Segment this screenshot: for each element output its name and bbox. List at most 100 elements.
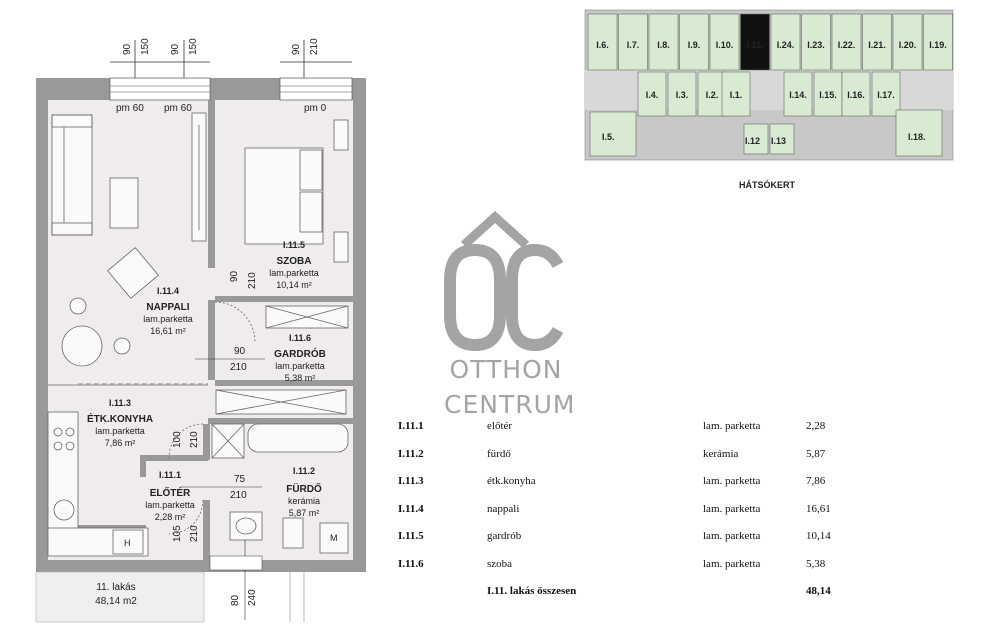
garden-label: HÁTSÓKERT	[739, 179, 796, 190]
room-floor-szoba: lam.parketta	[269, 268, 319, 278]
room-floor-gardrob: lam.parketta	[275, 361, 325, 371]
keymap-bottom: I.5. I.18. I.12 I.13	[589, 109, 943, 157]
room-area-furdo: 5,87 m²	[289, 508, 320, 518]
keymap-unit-box	[783, 71, 813, 117]
keymap-unit-box	[862, 13, 892, 71]
keymap-unit-box	[770, 13, 801, 71]
keymap-unit-label: I.10.	[716, 40, 734, 50]
keymap-unit-box	[667, 71, 697, 117]
door-dim-konyha-h: 210	[189, 431, 200, 448]
floor-plan: 90 150 90 150 90 210	[35, 38, 366, 623]
room-code-konyha: I.11.3	[109, 398, 131, 408]
room-name: fürdő	[487, 447, 511, 460]
room-code: I.11.6	[398, 557, 424, 570]
keymap-unit-label: I.19.	[929, 40, 947, 50]
table-total-row: I.11. lakás összesen 48,14	[398, 585, 838, 613]
door-dim-szoba-h: 210	[247, 272, 258, 289]
keymap-unit-i13: I.13	[771, 136, 786, 146]
apartment-label: 11. lakás	[96, 582, 135, 593]
door-dim-eloter-h: 210	[189, 525, 200, 542]
dim-top-3: 90	[170, 43, 181, 55]
door-dim-furdo-w: 75	[234, 474, 246, 485]
room-floor: lam. parketta	[703, 475, 761, 487]
keymap-unit-box	[648, 13, 679, 71]
keymap-unit-box	[618, 13, 648, 71]
room-floor: lam. parketta	[703, 420, 761, 432]
keymap-unit-label: I.15.	[819, 90, 837, 100]
door-dim-gardrob-w: 90	[234, 346, 246, 357]
terrace	[35, 571, 205, 623]
dim-top-6: 210	[309, 38, 320, 55]
room-name-furdo: FÜRDŐ	[286, 482, 322, 495]
door-dim-konyha-w: 100	[172, 431, 183, 448]
room-name: étk.konyha	[487, 475, 536, 487]
room-code-eloter: I.11.1	[159, 470, 181, 480]
pm-label-3: pm 0	[304, 103, 327, 114]
total-label: I.11. lakás összesen	[487, 585, 577, 597]
room-name: gardrób	[487, 530, 522, 542]
keymap-unit-label: I.20.	[899, 40, 917, 50]
keymap-unit-label: I.2.	[706, 90, 719, 100]
room-code: I.11.1	[398, 420, 424, 432]
keymap-unit-label: I.9.	[688, 40, 701, 50]
keymap-top-row: I.6.I.7.I.8.I.9.I.10.I.11.I.24.I.23.I.22…	[587, 13, 953, 71]
dim-top-2: 150	[140, 38, 151, 55]
room-area: 5,87	[806, 447, 826, 460]
door-dim-gardrob-h: 210	[230, 362, 247, 373]
keymap-unit-box	[587, 13, 618, 71]
keymap-unit-label: I.1.	[730, 90, 743, 100]
keymap-unit-label: I.4.	[646, 90, 659, 100]
room-name: előtér	[487, 420, 513, 432]
door-dim-furdo-h: 210	[230, 490, 247, 501]
keymap-mid-row: I.4.I.3.I.2.I.1.I.14.I.15.I.16.I.17.	[637, 71, 901, 117]
keymap-unit-box	[831, 13, 862, 71]
room-floor-furdo: kerámia	[288, 496, 320, 506]
appliance-m: M	[330, 533, 338, 543]
brand-line-2: CENTRUM	[444, 390, 576, 419]
total-value: 48,14	[806, 585, 831, 597]
room-code-nappali: I.11.4	[157, 286, 179, 296]
keymap-unit-label: I.3.	[676, 90, 689, 100]
keymap-unit-label: I.8.	[657, 40, 670, 50]
door-dim-eloter-w: 105	[172, 525, 183, 542]
room-name: nappali	[487, 502, 520, 515]
room-code-furdo: I.11.2	[293, 466, 315, 476]
room-area-szoba: 10,14 m²	[276, 280, 312, 290]
keymap-unit-box	[679, 13, 709, 71]
room-name-szoba: SZOBA	[277, 256, 312, 267]
room-area-eloter: 2,28 m²	[155, 512, 186, 522]
keymap-unit-i12: I.12	[745, 136, 760, 146]
keymap-unit-label: I.6.	[596, 40, 609, 50]
otthon-centrum-logo	[444, 210, 564, 352]
keymap-unit-label: I.17.	[877, 90, 895, 100]
room-code: I.11.3	[398, 475, 424, 487]
room-area-konyha: 7,86 m²	[105, 438, 136, 448]
room-area: 16,61	[806, 502, 831, 515]
room-name-konyha: ÉTK.KONYHA	[87, 412, 153, 425]
top-dimension-lines	[110, 40, 352, 80]
room-name-nappali: NAPPALI	[146, 302, 189, 313]
door-dim-szoba-w: 90	[229, 270, 240, 282]
room-floor: lam. parketta	[703, 502, 761, 515]
keymap-unit-label: I.24.	[777, 40, 795, 50]
room-area-nappali: 16,61 m²	[150, 326, 186, 336]
keymap-unit-box	[637, 71, 667, 117]
keymap-unit-box	[871, 71, 901, 117]
room-area: 5,38	[806, 557, 826, 570]
door-dim-bottom-h: 240	[247, 589, 258, 606]
dim-top-1: 90	[122, 43, 133, 55]
room-area: 10,14	[806, 530, 831, 542]
room-code: I.11.4	[398, 502, 424, 515]
table-row: I.11.4 nappali lam. parketta 16,61	[398, 503, 838, 531]
room-area-gardrob: 5,38 m²	[285, 373, 316, 383]
keymap-unit-box	[740, 13, 770, 71]
keymap-unit-box	[892, 13, 923, 71]
appliance-h: H	[124, 538, 131, 548]
room-name: szoba	[487, 557, 513, 570]
room-floor-eloter: lam.parketta	[145, 500, 195, 510]
